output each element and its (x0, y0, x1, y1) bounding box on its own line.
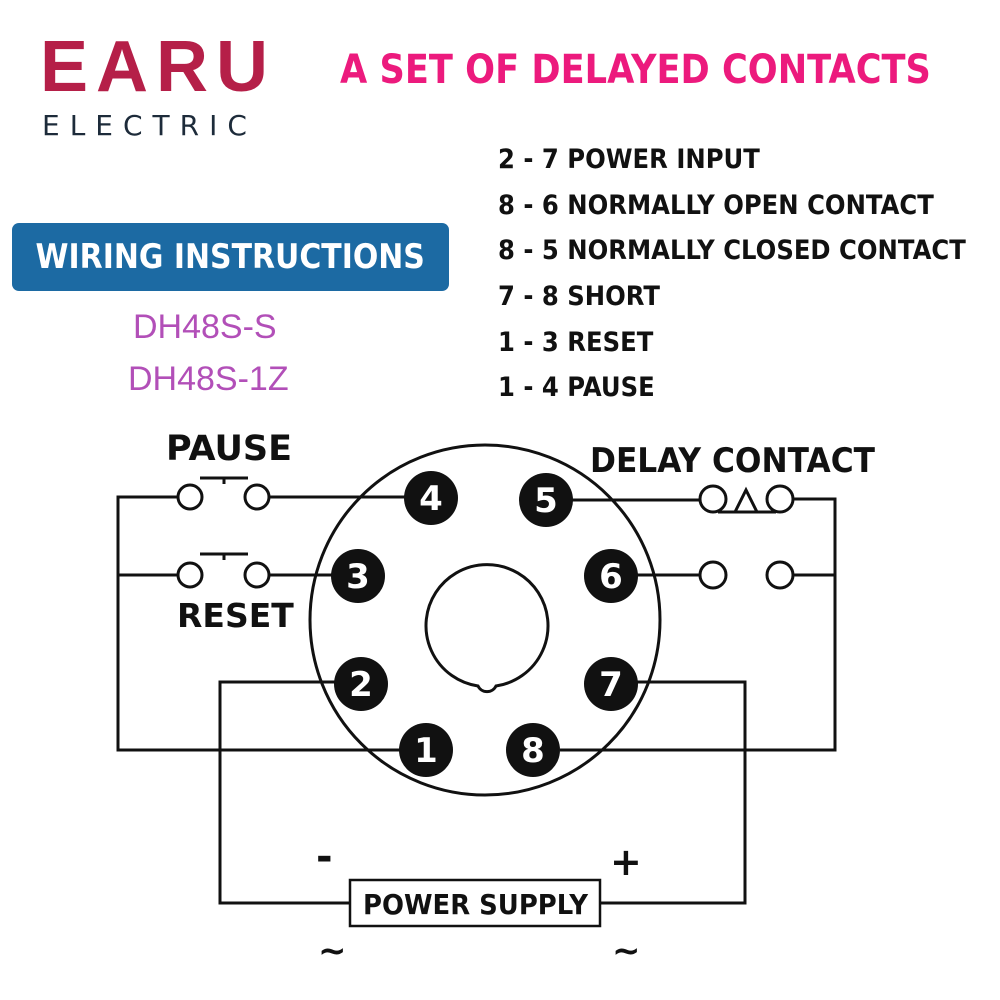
pin-4-label: 4 (419, 479, 443, 519)
pin-7-marker (584, 657, 638, 711)
wiring-item: 1 - 4 PAUSE (498, 372, 655, 403)
pin-4-marker (404, 471, 458, 525)
banner-label: WIRING INSTRUCTIONS (35, 237, 426, 277)
logo-brand: EARU (40, 27, 277, 107)
wiring-item: 2 - 7 POWER INPUT (498, 144, 760, 175)
pin-8-label: 8 (521, 731, 545, 771)
relay-socket (308, 443, 662, 797)
socket-pins: 1 2 3 4 5 6 7 8 (331, 471, 638, 777)
delay-contact-label: DELAY CONTACT (590, 441, 876, 481)
pin-5-marker (519, 473, 573, 527)
wiring-item: 1 - 3 RESET (498, 327, 654, 358)
minus-sign: - (316, 834, 333, 880)
ac-symbol-right: ~ (612, 931, 641, 971)
model-name: DH48S-1Z (128, 360, 289, 398)
power-wire-negative (218, 680, 350, 905)
pause-label: PAUSE (166, 429, 292, 469)
logo-subtitle: ELECTRIC (42, 109, 257, 142)
ac-symbol-left: ~ (318, 931, 347, 971)
pin-6-label: 6 (599, 557, 623, 597)
wiring-instructions-banner: WIRING INSTRUCTIONS (12, 223, 449, 291)
pin-2-label: 2 (349, 665, 373, 705)
headline: A SET OF DELAYED CONTACTS (340, 47, 931, 93)
pin-2-marker (334, 657, 388, 711)
power-wire-positive (600, 680, 747, 905)
center-key-hole (424, 563, 550, 694)
model-name: DH48S-S (133, 308, 277, 346)
pin-6-marker (584, 549, 638, 603)
pin-3-label: 3 (346, 557, 370, 597)
power-supply-label: POWER SUPPLY (363, 888, 589, 921)
left-wire (116, 495, 400, 752)
pin-1-label: 1 (414, 731, 438, 771)
pin-7-label: 7 (599, 665, 623, 705)
power-supply-box (348, 878, 602, 928)
pin-3-marker (331, 549, 385, 603)
plus-sign: + (610, 840, 642, 884)
pin-1-marker (399, 723, 453, 777)
pin-8-marker (506, 723, 560, 777)
pin-5-label: 5 (534, 481, 558, 521)
reset-label: RESET (177, 596, 294, 635)
wiring-item: 8 - 5 NORMALLY CLOSED CONTACT (498, 235, 966, 266)
wiring-item: 8 - 6 NORMALLY OPEN CONTACT (498, 190, 934, 221)
wiring-item: 7 - 8 SHORT (498, 281, 660, 312)
